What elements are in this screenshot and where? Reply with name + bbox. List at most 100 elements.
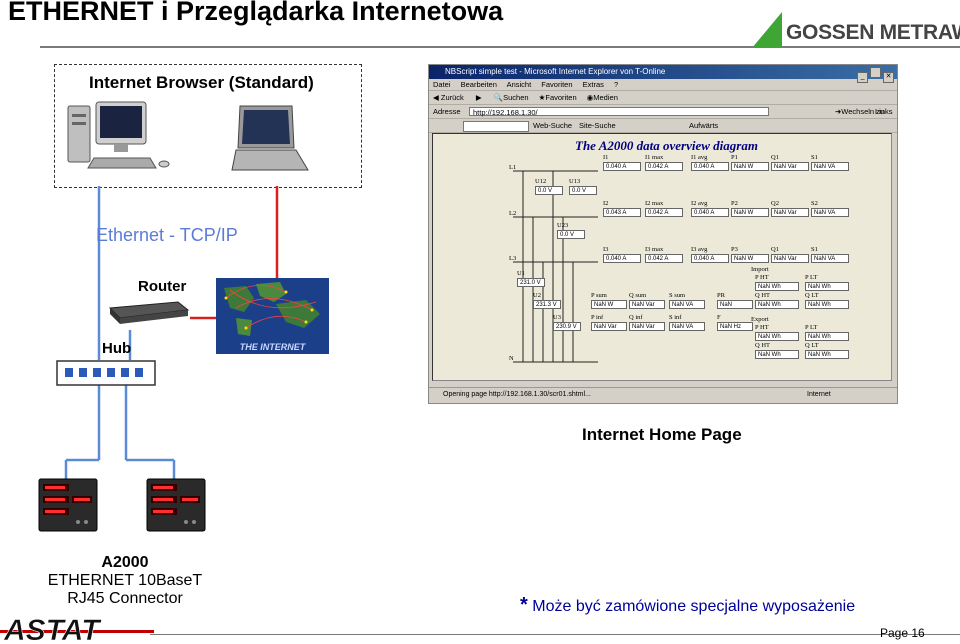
measurement-value: NaN W (731, 208, 769, 217)
measurement-value: 0.040 A (691, 208, 729, 217)
sum-label: F (717, 314, 721, 321)
menu-item[interactable]: Extras (582, 80, 604, 89)
title-divider (40, 46, 960, 48)
device-caption: A2000 ETHERNET 10BaseT RJ45 Connector (10, 554, 240, 608)
phase-line-label: L2 (509, 210, 517, 217)
address-label: Adresse (433, 107, 461, 116)
measurement-value: 0.040 A (603, 254, 641, 263)
web-search-button[interactable]: Web-Suche (533, 121, 573, 130)
window-controls[interactable]: _ ✕ (857, 67, 894, 83)
energy-label: Q HT (755, 342, 770, 349)
back-button[interactable]: ◀ Zurück (433, 93, 464, 102)
google-search-input[interactable] (463, 121, 529, 132)
energy-label: P HT (755, 274, 769, 281)
links-label[interactable]: Links (875, 107, 893, 116)
astat-logo-text: ASTAT (3, 614, 102, 644)
go-button-label: Wechseln zu (841, 107, 885, 116)
brand-name: GOSSEN METRAWATT (786, 21, 960, 44)
address-input[interactable]: http://192.168.1.30/ (469, 107, 769, 117)
measurement-value: 0.042 A (645, 254, 683, 263)
energy-label: P HT (755, 324, 769, 331)
search-button[interactable]: 🔍Suchen (493, 93, 529, 102)
energy-label: Q LT (805, 292, 819, 299)
sum-label: Q sum (629, 292, 647, 299)
optional-equipment-note: * Może być zamówione specjalne wyposażen… (520, 594, 855, 617)
close-icon[interactable]: ✕ (883, 72, 894, 83)
favorites-button-label: Favoriten (545, 93, 577, 102)
sum-label: P sum (591, 292, 607, 299)
menu-item[interactable]: ? (613, 80, 619, 89)
voltage-value: 230.9 V (553, 322, 581, 331)
energy-label: P LT (805, 324, 818, 331)
measurement-label: P1 (731, 154, 738, 161)
measurement-label: I2 avg (691, 200, 708, 207)
voltage-value: 231.3 V (533, 300, 561, 309)
sum-value: NaN Hz (717, 322, 753, 331)
measurement-label: Q1 (771, 154, 779, 161)
measurement-label: I3 max (645, 246, 664, 253)
a2000-device-icon (146, 478, 206, 532)
energy-value: NaN Wh (755, 332, 799, 341)
site-search-button[interactable]: Site-Suche (579, 121, 616, 130)
measurement-value: NaN W (731, 162, 769, 171)
a2000-device-icon (38, 478, 98, 532)
status-text: Opening page http://192.168.1.30/scr01.s… (443, 391, 591, 398)
internet-map-image: THE INTERNET (216, 278, 329, 354)
sum-label: Q inf (629, 314, 643, 321)
sum-value: NaN W (591, 300, 627, 309)
brand-logo-mark (752, 12, 782, 48)
search-button-label: Suchen (503, 93, 529, 102)
browser-group-label-text: Internet Browser (Standard) (89, 73, 314, 92)
menu-item[interactable]: Datei (433, 80, 451, 89)
favorites-button[interactable]: ★Favoriten (538, 93, 577, 102)
voltage-label: U2 (533, 292, 541, 299)
energy-label: P LT (805, 274, 818, 281)
measurement-label: Q1 (771, 246, 779, 253)
menu-item[interactable]: Ansicht (506, 80, 532, 89)
maximize-icon[interactable] (870, 67, 882, 78)
page-title: ETHERNET i Przeglądarka Internetowa (8, 0, 504, 26)
sum-value: NaN Var (629, 322, 665, 331)
brand-logo (752, 12, 782, 48)
browser-group-label: Internet Browser (Standard) (89, 73, 314, 93)
measurement-value: NaN W (731, 254, 769, 263)
measurement-label: P3 (731, 246, 738, 253)
browser-toolbar: ◀ Zurück ▶ 🔍Suchen ★Favoriten ◉Medien (429, 92, 897, 105)
note-text: Może być zamówione specjalne wyposażenie (532, 598, 856, 615)
google-toolbar: Web-Suche Site-Suche Aufwärts (429, 120, 897, 133)
note-star: * (520, 594, 528, 616)
desktop-pc-icon (67, 101, 170, 169)
voltage-value: 231.0 V (517, 278, 545, 287)
world-map-icon (224, 282, 320, 336)
go-button[interactable]: ➜Wechseln zu (835, 107, 885, 116)
measurement-label: I3 avg (691, 246, 708, 253)
measurement-value: 0.043 A (603, 208, 641, 217)
energy-value: NaN Wh (805, 282, 849, 291)
up-button[interactable]: Aufwärts (689, 121, 719, 130)
energy-label: Q LT (805, 342, 819, 349)
device-interface: ETHERNET 10BaseT (47, 572, 203, 589)
measurement-label: I2 max (645, 200, 664, 207)
sum-value: NaN Var (629, 300, 665, 309)
sum-value: NaN VA (669, 300, 705, 309)
forward-icon[interactable]: ▶ (475, 93, 482, 102)
measurement-value: NaN Var (771, 208, 809, 217)
page-number: Page 16 (880, 626, 925, 640)
measurement-label: P2 (731, 200, 738, 207)
sum-value: NaN Var (591, 322, 627, 331)
measurement-label: I1 avg (691, 154, 708, 161)
browser-menu-bar: Datei Bearbeiten Ansicht Favoriten Extra… (429, 79, 897, 91)
address-bar: Adresse http://192.168.1.30/ ➜Wechseln z… (429, 106, 897, 119)
astat-logo: ASTAT (0, 614, 154, 644)
voltage-label: U1 (517, 270, 525, 277)
menu-item[interactable]: Bearbeiten (460, 80, 497, 89)
media-button[interactable]: ◉Medien (586, 93, 618, 102)
voltage-value: 0.0 V (569, 186, 597, 195)
status-bar: Opening page http://192.168.1.30/scr01.s… (429, 387, 897, 401)
measurement-label: S1 (811, 154, 818, 161)
energy-label: Q HT (755, 292, 770, 299)
browser-title-bar: NBScript simple test - Microsoft Interne… (429, 65, 897, 79)
sum-value: NaN VA (669, 322, 705, 331)
menu-item[interactable]: Favoriten (541, 80, 573, 89)
